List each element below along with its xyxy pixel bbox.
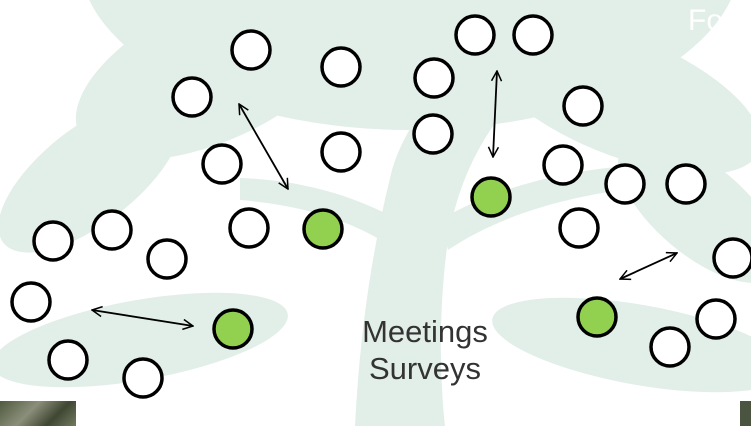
member-circle — [230, 29, 272, 71]
facilitator-circle — [470, 176, 512, 218]
facilitator-circle — [212, 308, 254, 350]
member-circle — [695, 298, 737, 340]
member-circle — [10, 281, 52, 323]
member-circle — [146, 238, 188, 280]
title-fragment-right: Form — [688, 4, 751, 37]
photo-thumbnail-left — [0, 401, 76, 426]
title-fragment-left: sio — [6, 4, 45, 37]
member-circle — [228, 207, 270, 249]
caption-line-surveys: Surveys — [369, 351, 481, 386]
member-circle — [32, 220, 74, 262]
member-circle — [47, 339, 89, 381]
member-circle — [649, 326, 691, 368]
caption: Meetings Surveys — [300, 313, 550, 387]
double-arrow-icon — [92, 310, 193, 326]
photo-thumbnail-right — [740, 401, 751, 426]
member-circle — [558, 207, 600, 249]
member-circle — [412, 113, 454, 155]
member-circle — [320, 46, 362, 88]
member-circle — [454, 14, 496, 56]
member-circle — [91, 209, 133, 251]
double-arrow-icon — [620, 253, 677, 279]
member-circle — [320, 131, 362, 173]
member-circle — [512, 14, 554, 56]
member-circle — [712, 237, 751, 279]
double-arrow-icon — [239, 104, 288, 189]
facilitator-circle — [576, 296, 618, 338]
member-circle — [604, 163, 646, 205]
member-circle — [171, 76, 213, 118]
facilitator-circle — [302, 208, 344, 250]
double-arrow-icon — [493, 71, 497, 157]
caption-line-meetings: Meetings — [362, 314, 488, 349]
member-circle — [413, 57, 455, 99]
member-circle — [122, 357, 164, 399]
member-circle — [201, 143, 243, 185]
member-circle — [542, 144, 584, 186]
member-circle — [665, 163, 707, 205]
member-circle — [562, 85, 604, 127]
